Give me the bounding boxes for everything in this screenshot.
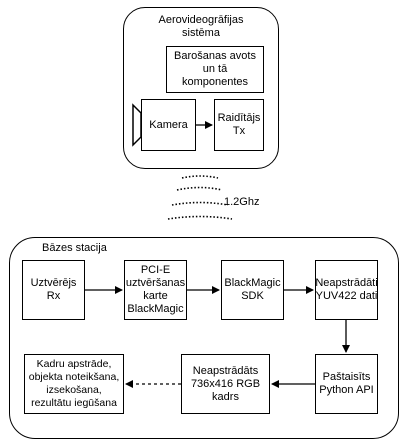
sdk-box: BlackMagic SDK — [221, 260, 284, 320]
radio-waves — [167, 175, 233, 220]
rgb-frame-box: Neapstrādāts 736x416 RGB kadrs — [181, 354, 270, 414]
raw-yuv-box: Neapstrādāti YUV422 dati — [315, 260, 378, 320]
python-api-box: Paštaisīts Python API — [315, 354, 378, 414]
processing-box: Kadru apstrāde, objekta noteikšana, izse… — [24, 354, 124, 414]
aerial-system-title: Aerovideogrāfijas sistēma — [158, 14, 244, 39]
base-station-title: Bāzes stacija — [42, 242, 107, 254]
camera-box: Kamera — [141, 99, 196, 151]
transmitter-box: Raidītājs Tx — [214, 99, 264, 151]
power-supply-box: Barošanas avots un tā komponentes — [166, 46, 264, 93]
capture-card-box: PCI-E uztvēršanas karte BlackMagic — [124, 260, 187, 320]
frequency-label: 1.2Ghz — [224, 196, 260, 208]
receiver-box: Uztvērējs Rx — [22, 260, 85, 320]
